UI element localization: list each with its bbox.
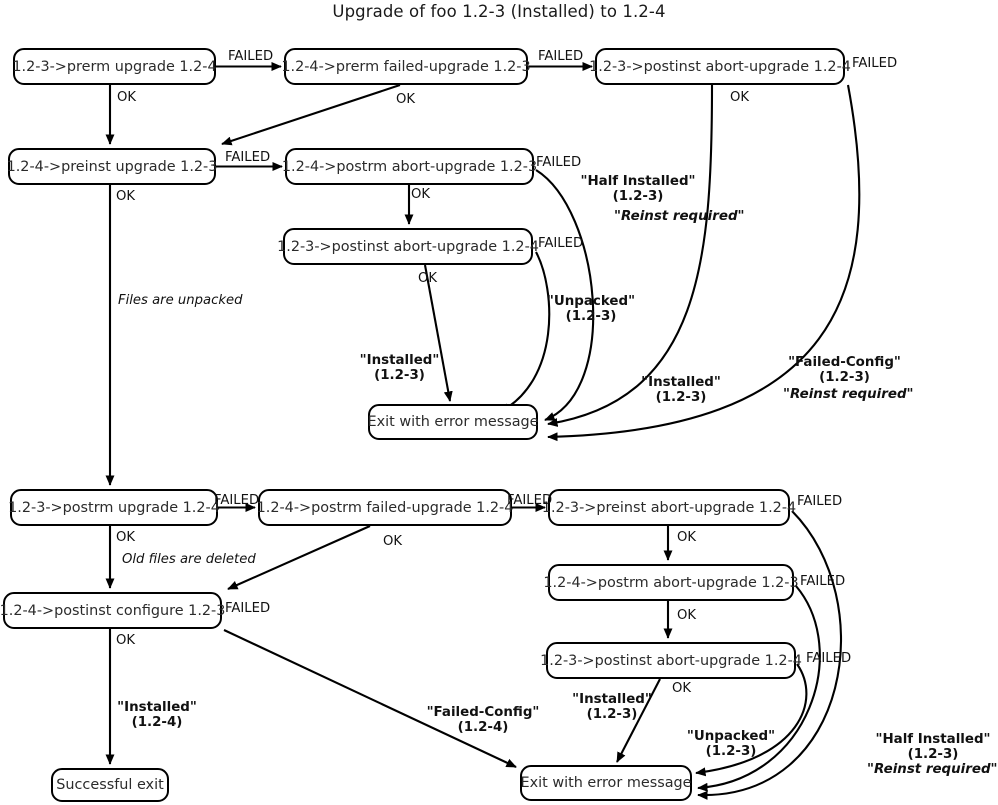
node-label: 1.2-3->postinst abort-upgrade 1.2-4 xyxy=(277,238,539,255)
edge-label-ok: OK xyxy=(117,90,137,105)
edge-postinstabortmid-failed-to-exit xyxy=(499,251,551,413)
node-label: 1.2-4->preinst upgrade 1.2-3 xyxy=(6,158,218,175)
node-label: Successful exit xyxy=(56,777,164,793)
edge-label-failed: FAILED xyxy=(538,236,584,251)
edge-label-failed: FAILED xyxy=(536,155,582,170)
node-postinst-abort-upgrade-top[interactable]: 1.2-3->postinst abort-upgrade 1.2-4 xyxy=(589,48,851,85)
state-label-unpacked: "Unpacked" (1.2-3) xyxy=(546,294,636,325)
edge-postinstaborttop-ok-to-exit xyxy=(547,84,714,427)
node-label: 1.2-3->postinst abort-upgrade 1.2-4 xyxy=(589,58,851,75)
edge-label-failed: FAILED xyxy=(852,56,898,71)
edge-label-failed: FAILED xyxy=(214,493,260,508)
node-postinst-configure[interactable]: 1.2-4->postinst configure 1.2-3 xyxy=(0,592,226,629)
edge-postrmabortbot-failed-to-exitbottom xyxy=(697,585,821,792)
edge-postinstabortbot-failed-to-exitbottom xyxy=(695,663,808,777)
edge-label-failed: FAILED xyxy=(225,601,271,616)
edge-prermfailed-ok-to-preinst xyxy=(221,84,401,146)
node-label: 1.2-4->postrm abort-upgrade 1.2-3 xyxy=(281,158,538,175)
state-label-reinst-required: "Reinst required" xyxy=(614,209,745,224)
node-postrm-abort-upgrade-mid[interactable]: 1.2-4->postrm abort-upgrade 1.2-3 xyxy=(281,148,538,185)
node-label: 1.2-4->postrm failed-upgrade 1.2-4 xyxy=(256,499,514,516)
node-successful-exit[interactable]: Successful exit xyxy=(51,768,169,802)
edge-label-ok: OK xyxy=(677,608,697,623)
node-label: Exit with error message xyxy=(520,775,692,791)
node-label: 1.2-3->postrm upgrade 1.2-4 xyxy=(8,499,220,516)
edge-label-ok: OK xyxy=(116,530,136,545)
edge-postrmfailed-ok-to-postinstconfigure xyxy=(227,525,371,590)
note-files-are-unpacked: Files are unpacked xyxy=(118,293,243,308)
node-label: 1.2-3->prerm upgrade 1.2-4 xyxy=(12,58,217,75)
state-label-half-installed: "Half Installed" (1.2-3) xyxy=(580,174,696,205)
edge-label-ok: OK xyxy=(383,534,403,549)
node-exit-with-error-message-top[interactable]: Exit with error message xyxy=(367,404,539,440)
state-label-half-installed: "Half Installed" (1.2-3) xyxy=(875,732,991,763)
edge-label-failed: FAILED xyxy=(538,49,584,64)
node-label: 1.2-3->preinst abort-upgrade 1.2-4 xyxy=(541,499,797,516)
state-label-installed: "Installed" (1.2-3) xyxy=(572,692,652,723)
edge-label-failed: FAILED xyxy=(806,651,852,666)
node-exit-with-error-message-bottom[interactable]: Exit with error message xyxy=(520,765,692,801)
edge-label-failed: FAILED xyxy=(225,150,271,165)
node-label: 1.2-4->postinst configure 1.2-3 xyxy=(0,602,226,619)
node-preinst-abort-upgrade[interactable]: 1.2-3->preinst abort-upgrade 1.2-4 xyxy=(542,489,796,526)
state-label-unpacked: "Unpacked" (1.2-3) xyxy=(686,729,776,760)
state-label-installed: "Installed" (1.2-3) xyxy=(641,375,721,406)
node-prerm-upgrade[interactable]: 1.2-3->prerm upgrade 1.2-4 xyxy=(12,48,217,85)
node-label: 1.2-4->prerm failed-upgrade 1.2-3 xyxy=(281,58,531,75)
edge-label-ok: OK xyxy=(116,189,136,204)
edge-label-ok: OK xyxy=(730,90,750,105)
edge-label-ok: OK xyxy=(116,633,136,648)
edge-preinstabort-failed-to-exitbottom xyxy=(697,510,843,800)
node-label: 1.2-4->postrm abort-upgrade 1.2-3 xyxy=(543,574,799,591)
state-label-failed-config: "Failed-Config" (1.2-4) xyxy=(426,705,540,736)
edge-label-failed: FAILED xyxy=(507,493,553,508)
node-prerm-failed-upgrade[interactable]: 1.2-4->prerm failed-upgrade 1.2-3 xyxy=(281,48,531,85)
state-label-failed-config: "Failed-Config" (1.2-3) xyxy=(788,355,901,386)
node-postinst-abort-upgrade-bottom[interactable]: 1.2-3->postinst abort-upgrade 1.2-4 xyxy=(540,642,802,679)
edge-label-ok: OK xyxy=(672,681,692,696)
edge-postinstabortbot-ok-to-exitbottom xyxy=(616,678,661,763)
state-label-reinst-required: "Reinst required" xyxy=(867,762,998,777)
node-postrm-upgrade[interactable]: 1.2-3->postrm upgrade 1.2-4 xyxy=(8,489,220,526)
node-preinst-upgrade[interactable]: 1.2-4->preinst upgrade 1.2-3 xyxy=(6,148,218,185)
edge-label-ok: OK xyxy=(411,187,431,202)
edge-label-ok: OK xyxy=(677,530,697,545)
page-title: Upgrade of foo 1.2-3 (Installed) to 1.2-… xyxy=(332,2,666,21)
edge-postinstabortmid-ok-to-exit xyxy=(423,264,453,402)
state-label-installed: "Installed" (1.2-4) xyxy=(117,700,197,731)
edge-label-failed: FAILED xyxy=(800,574,846,589)
node-postrm-abort-upgrade-bottom[interactable]: 1.2-4->postrm abort-upgrade 1.2-3 xyxy=(543,564,799,601)
edge-postinstconfigure-failed-to-exitbottom xyxy=(223,629,517,768)
state-label-installed: "Installed" (1.2-3) xyxy=(359,353,440,384)
edge-label-ok: OK xyxy=(396,92,416,107)
state-label-reinst-required: "Reinst required" xyxy=(783,387,914,402)
edge-postinstaborttop-failed-to-exit xyxy=(547,84,861,442)
node-postinst-abort-upgrade-mid[interactable]: 1.2-3->postinst abort-upgrade 1.2-4 xyxy=(277,228,539,265)
edge-label-failed: FAILED xyxy=(228,49,274,64)
node-label: Exit with error message xyxy=(367,414,539,430)
edge-label-failed: FAILED xyxy=(797,494,843,509)
edge-postrmabortmid-failed-to-exit xyxy=(535,169,595,421)
note-old-files-are-deleted: Old files are deleted xyxy=(122,552,256,567)
node-label: 1.2-3->postinst abort-upgrade 1.2-4 xyxy=(540,652,802,669)
node-postrm-failed-upgrade[interactable]: 1.2-4->postrm failed-upgrade 1.2-4 xyxy=(256,489,514,526)
edge-label-ok: OK xyxy=(418,271,438,286)
